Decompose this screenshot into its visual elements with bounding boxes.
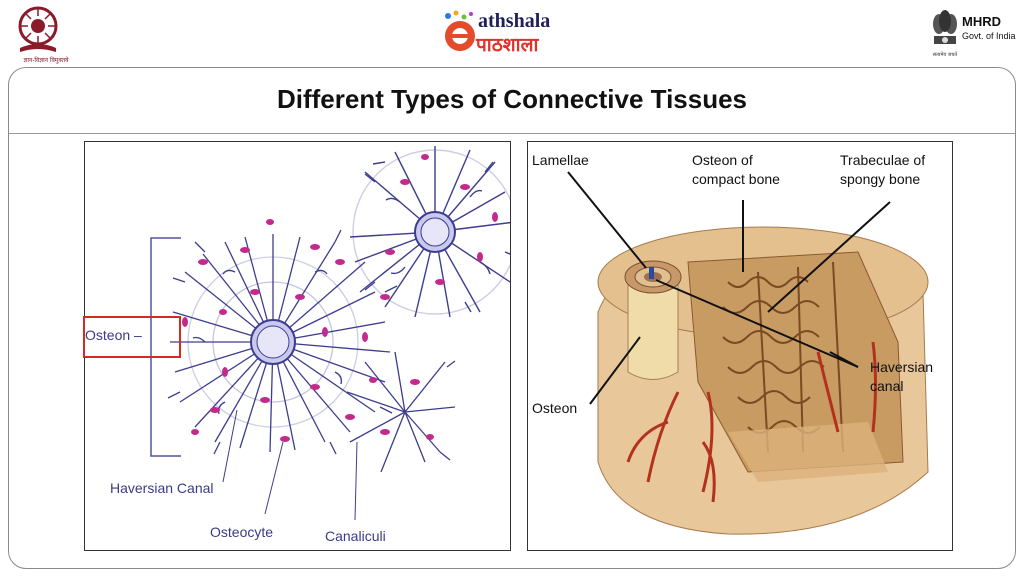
slide-title: Different Types of Connective Tissues <box>276 84 748 114</box>
emblem-motto: सत्यमेव जयते <box>932 52 958 58</box>
government-label: Govt. of India <box>962 31 1016 41</box>
label-osteon: Osteon – <box>85 327 142 343</box>
label-trabeculae-line1: Trabeculae of <box>840 152 926 168</box>
blood-vessels <box>626 341 877 503</box>
ministry-name: MHRD <box>962 14 1001 29</box>
title-bar: Different Types of Connective Tissues <box>9 68 1015 134</box>
label-osteon-right: Osteon <box>532 400 578 416</box>
university-motto: ज्ञान-विज्ञान विमुक्तये <box>23 57 69 64</box>
slide-header: ज्ञान-विज्ञान विमुक्तये athshala पाठशाला… <box>0 0 1024 66</box>
national-emblem-icon <box>933 10 957 44</box>
label-osteocyte: Osteocyte <box>210 524 274 540</box>
label-haversian-canal: Haversian Canal <box>110 480 214 496</box>
osteon-diagram-panel: Osteon – Haversian Canal Osteocyte Canal… <box>83 141 511 551</box>
label-canaliculi: Canaliculi <box>325 528 386 544</box>
brand-name-english: athshala <box>478 10 551 32</box>
osteocytes <box>182 154 498 442</box>
university-logo: ज्ञान-विज्ञान विमुक्तये <box>8 4 69 66</box>
label-osteon-compact-line2: compact bone <box>692 171 780 187</box>
label-haversian-line1: Haversian <box>870 359 934 375</box>
epathshala-logo: athshala पाठशाला <box>440 6 600 58</box>
label-lamellae: Lamellae <box>532 152 589 168</box>
lower-osteon <box>346 351 456 473</box>
bone-cross-section <box>567 171 929 535</box>
label-trabeculae-line2: spongy bone <box>840 171 921 187</box>
label-haversian-line2: canal <box>870 378 904 394</box>
bone-structure-panel: Lamellae Osteon of compact bone Trabecul… <box>527 141 953 551</box>
mhrd-logo: MHRD Govt. of India सत्यमेव जयते <box>928 6 1024 64</box>
label-osteon-compact-line1: Osteon of <box>692 152 753 168</box>
brand-name-hindi: पाठशाला <box>476 34 539 56</box>
epathshala-e-icon <box>445 10 475 51</box>
ugc-emblem-icon <box>18 6 58 52</box>
osteon-diagram <box>150 146 510 521</box>
osteon-highlight-box <box>83 316 181 358</box>
